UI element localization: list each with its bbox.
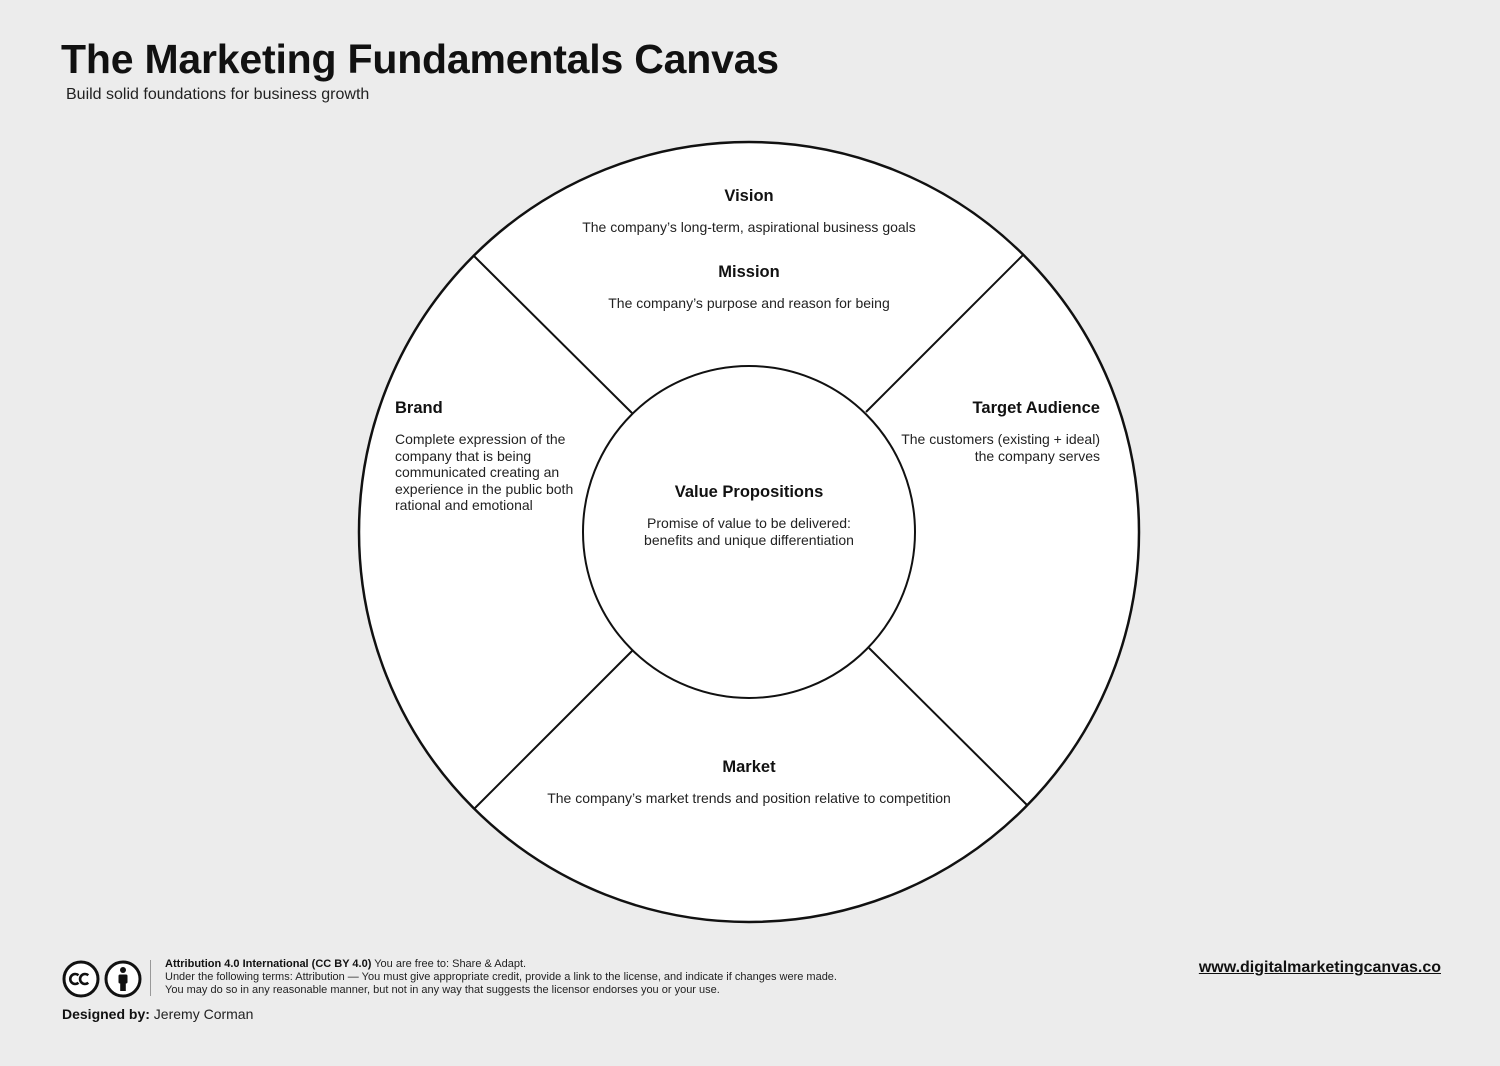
description-line: rational and emotional (395, 497, 533, 513)
license-title[interactable]: Attribution 4.0 International (CC BY 4.0… (165, 958, 372, 970)
page-title: The Marketing Fundamentals Canvas (61, 36, 779, 82)
divider-bottom-left (474, 649, 634, 809)
cc-icon[interactable] (62, 960, 100, 998)
description-line: benefits and unique differentiation (644, 531, 854, 548)
section-title: Market (722, 758, 776, 776)
section-description: The customers (existing + ideal) the com… (870, 431, 1100, 464)
license-freedoms: You are free to: Share & Adapt. (374, 958, 527, 970)
divider-top-left (473, 255, 633, 414)
section-title: Target Audience (972, 399, 1100, 417)
license-line-2: Under the following terms: Attribution —… (165, 971, 837, 983)
description-line: company that is being (395, 447, 532, 464)
page-subtitle: Build solid foundations for business gro… (66, 86, 370, 103)
license-line-1: Attribution 4.0 International (CC BY 4.0… (165, 958, 837, 971)
section-description: The company’s market trends and position… (547, 790, 951, 806)
section-market[interactable]: Market The company’s market trends and p… (499, 758, 999, 807)
section-mission[interactable]: Mission The company’s purpose and reason… (549, 263, 949, 312)
website-link[interactable]: www.digitalmarketingcanvas.co (1198, 959, 1441, 976)
section-title: Mission (718, 263, 780, 281)
description-line: The customers (existing + ideal) (901, 431, 1100, 447)
designed-by: Designed by: Jeremy Corman (62, 1006, 253, 1022)
section-description: The company’s long-term, aspirational bu… (582, 219, 916, 235)
license-text: Attribution 4.0 International (CC BY 4.0… (165, 958, 837, 997)
license-line-3: You may do so in any reasonable manner, … (165, 984, 720, 996)
description-line: Complete expression of the (395, 431, 566, 447)
section-title: Vision (724, 187, 774, 205)
section-brand[interactable]: Brand Complete expression of the company… (395, 399, 595, 514)
description-line: the company serves (974, 447, 1100, 464)
section-description: The company’s purpose and reason for bei… (608, 295, 890, 311)
license-icons (62, 960, 142, 998)
designed-by-label: Designed by: (62, 1006, 150, 1022)
section-description: Complete expression of the company that … (395, 431, 595, 514)
description-line: Promise of value to be delivered: (647, 515, 851, 531)
attribution-person-icon[interactable] (104, 960, 142, 998)
section-vision[interactable]: Vision The company’s long-term, aspirati… (549, 187, 949, 236)
section-value-propositions[interactable]: Value Propositions Promise of value to b… (599, 483, 899, 548)
section-title: Value Propositions (674, 483, 824, 501)
section-description: Promise of value to be delivered: benefi… (599, 515, 899, 548)
divider-bottom-right (868, 647, 1028, 806)
license-block: Attribution 4.0 International (CC BY 4.0… (62, 958, 837, 998)
section-title: Brand (395, 399, 443, 417)
description-line: experience in the public both (395, 480, 574, 497)
inner-circle (582, 365, 916, 699)
description-line: communicated creating an (395, 464, 560, 480)
license-divider (150, 960, 151, 996)
designer-name: Jeremy Corman (153, 1006, 254, 1022)
divider-top-right (865, 253, 1025, 413)
section-target-audience[interactable]: Target Audience The customers (existing … (870, 399, 1100, 464)
